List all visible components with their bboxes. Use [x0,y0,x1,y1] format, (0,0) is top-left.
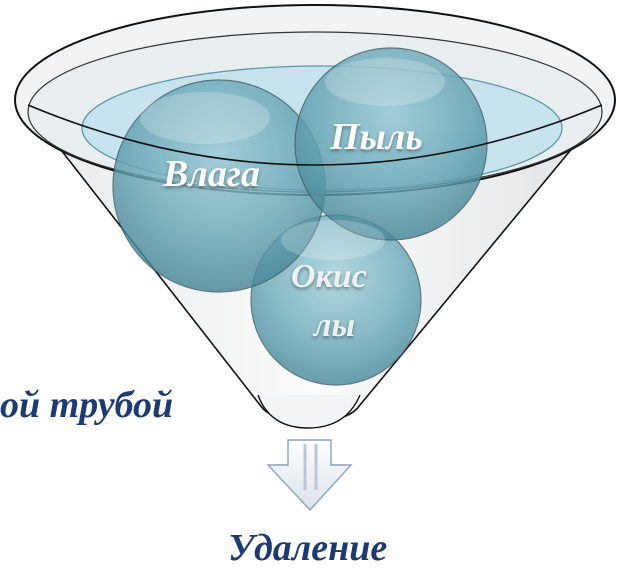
bubble-vlaga-label: Влага [163,153,260,195]
funnel-rim-front [27,104,603,166]
funnel-spout [257,394,361,429]
bubble-vlaga-highlight [140,92,270,144]
bubble-pyl-label: Пыль [330,116,423,158]
output-caption: Удаление [228,527,388,569]
bubble-okisly-label-line2: лы [314,307,356,344]
down-arrow [266,439,353,512]
side-caption: ой трубой [0,384,174,426]
bubble-okisly-highlight [281,220,385,260]
bubble-okisly-label-line1: Окис [291,258,367,295]
bubble-pyl-highlight [325,58,445,106]
